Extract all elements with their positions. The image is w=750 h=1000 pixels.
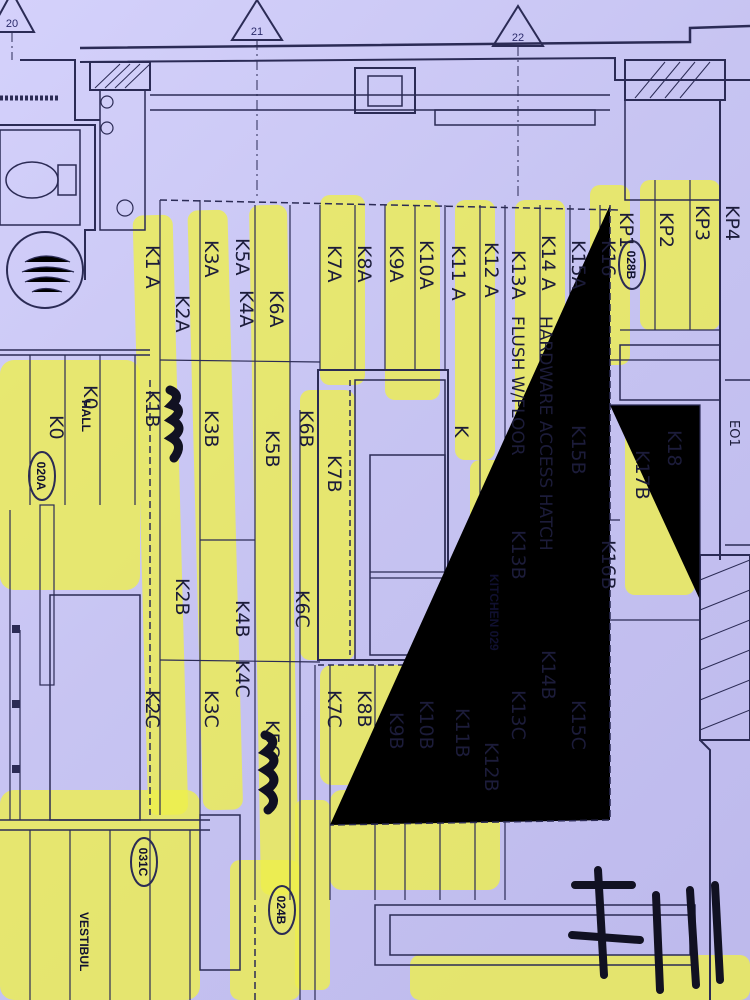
panel-label: K9A: [385, 245, 407, 283]
panel-label: K9B: [385, 712, 407, 750]
panel-label: KP1: [615, 212, 637, 248]
room-tags: 028B 020A 031C 024B: [28, 240, 646, 935]
marker-scribbles: [163, 385, 724, 994]
panel-label: K: [450, 425, 472, 438]
room-tag-020a: 020A: [34, 462, 48, 491]
room-tag-024b: 024B: [274, 896, 288, 925]
room-name-vestibule: VESTIBUL: [77, 912, 91, 971]
panel-label: K4C: [231, 660, 253, 698]
panel-label: K3A: [200, 240, 222, 278]
room-name-hall: HALL: [79, 400, 93, 432]
panel-label: K2A: [171, 295, 193, 333]
panel-label: K5A: [231, 238, 253, 276]
panel-label: K11 A: [447, 245, 469, 301]
grid-marker-21-label: 21: [251, 26, 263, 38]
panel-label: K6B: [295, 410, 317, 448]
panel-label: K7C: [323, 690, 345, 728]
walls: [0, 24, 750, 1000]
grid-marker-22-label: 22: [512, 32, 524, 44]
panel-label: K18: [663, 430, 685, 467]
panel-label: K10A: [415, 240, 437, 290]
panel-grid: [29, 180, 721, 1000]
panel-label: K4B: [231, 600, 253, 638]
panel-label: K0: [79, 385, 101, 410]
room-name-kitchen: KITCHEN 029: [487, 574, 501, 651]
panel-label: K5B: [261, 430, 283, 468]
panel-label: K2C: [141, 690, 163, 728]
panel-label: EO1: [726, 420, 741, 447]
panel-label: K0: [45, 415, 67, 440]
panel-label: K17B: [631, 450, 653, 500]
panel-label: K16B: [597, 540, 619, 590]
panel-label: K12 A: [480, 242, 502, 298]
room-tag-028b: 028B: [624, 251, 638, 280]
panel-label: K14 A: [537, 235, 559, 291]
panel-label: K15C: [567, 700, 589, 750]
panel-label: K7A: [323, 245, 345, 283]
panel-label: K12B: [480, 742, 502, 792]
panel-label: K10B: [415, 700, 437, 750]
panel-label: K11B: [451, 708, 473, 758]
panel-label: K3C: [200, 690, 222, 728]
panel-label: K3B: [200, 410, 222, 448]
panel-label: K13A: [507, 250, 529, 300]
panel-label: K4A: [235, 290, 257, 328]
panel-label: K16: [597, 240, 619, 277]
panel-label: K6C: [291, 590, 313, 628]
panel-labels: K1 A K2A K3A K4A K5A K6A K7A K8A K9A K10…: [45, 205, 743, 792]
panel-label: K14B: [537, 650, 559, 700]
panel-label: K13B: [507, 530, 529, 580]
panel-label: K2B: [171, 578, 193, 616]
panel-label: KP3: [691, 205, 713, 241]
panel-label: KP4: [721, 205, 743, 241]
panel-label: K8A: [353, 245, 375, 283]
panel-label: K8B: [353, 690, 375, 728]
panel-label: K7B: [323, 455, 345, 493]
hatch-note-line1: HARDWARE ACCESS HATCH: [535, 316, 555, 551]
panel-label: KP2: [655, 212, 677, 248]
panel-label: K1B: [141, 390, 163, 428]
room-tag-031c: 031C: [136, 848, 150, 877]
panel-label: K6A: [265, 290, 287, 328]
panel-label: K13C: [507, 690, 529, 740]
bathroom-fixtures: [0, 95, 84, 309]
panel-label: K15A: [567, 240, 589, 290]
grid-markers: 20 21 22: [0, 0, 545, 200]
panel-label: K15B: [567, 425, 589, 475]
hatch-note-line2: FLUSH W/FLOOR: [507, 316, 527, 456]
grid-marker-20-label: 20: [6, 18, 18, 30]
panel-label: K1 A: [141, 245, 163, 289]
